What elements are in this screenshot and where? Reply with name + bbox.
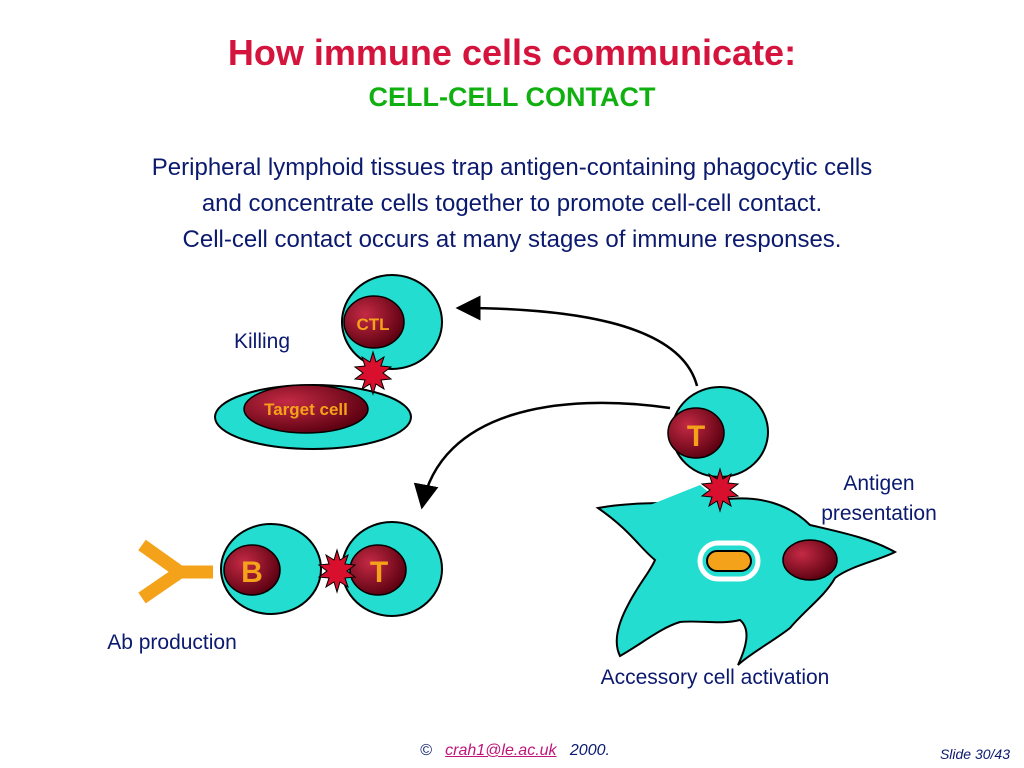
b-cell-label: B: [241, 556, 263, 589]
slide-number: Slide 30/43: [939, 746, 1010, 762]
copyright-symbol: ©: [420, 742, 432, 759]
accessory-cell-nucleus: [782, 539, 838, 581]
b-cell-nucleus: [223, 544, 281, 596]
t-cell-lower-label: T: [370, 556, 388, 589]
accessory-activation-label: Accessory cell activation: [601, 666, 830, 689]
intro-line-2: and concentrate cells together to promot…: [201, 190, 823, 217]
footer-copyright: © crah1@le.ac.uk 2000.: [420, 742, 610, 760]
contact-star-b-t: [317, 548, 357, 594]
target-cell-nucleus: [243, 384, 369, 434]
antigen-label-line2: presentation: [821, 502, 937, 525]
antigen-label-line1: Antigen: [843, 472, 914, 495]
antibody-icon: [138, 539, 213, 604]
killing-label: Killing: [234, 330, 290, 353]
arrow-to-ctl: [455, 295, 699, 387]
target-cell-label: Target cell: [264, 400, 348, 419]
ctl-nucleus: [343, 295, 405, 349]
contact-star-killing: [353, 350, 393, 396]
intro-line-3: Cell-cell contact occurs at many stages …: [182, 226, 842, 253]
arrow-to-b-t: [413, 401, 671, 510]
ctl-label: CTL: [356, 315, 389, 334]
accessory-cell: [595, 497, 898, 666]
ab-production-label: Ab production: [107, 631, 237, 654]
contact-star-antigen-presentation: [700, 467, 740, 513]
t-cell-upper-nucleus: [667, 407, 725, 459]
t-cell-lower-nucleus: [349, 544, 407, 596]
footer-email-link[interactable]: crah1@le.ac.uk: [445, 742, 557, 759]
intro-line-1: Peripheral lymphoid tissues trap antigen…: [151, 154, 873, 181]
slide-title: How immune cells communicate:: [227, 32, 797, 73]
slide-subtitle: CELL-CELL CONTACT: [368, 82, 656, 112]
t-cell-upper-label: T: [687, 420, 705, 453]
footer-year: 2000.: [569, 742, 610, 759]
accessory-cell-antigen: [706, 550, 752, 572]
antigen-vesicle: [697, 540, 761, 582]
